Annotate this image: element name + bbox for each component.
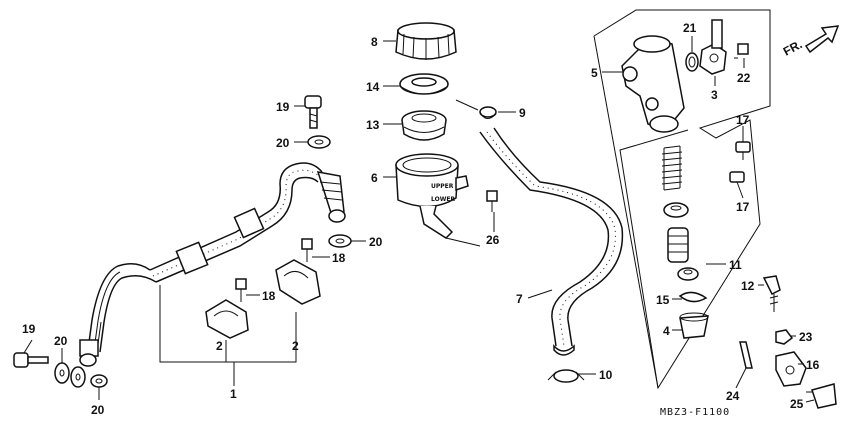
washer-20-lower-a bbox=[54, 362, 70, 384]
brake-hose bbox=[79, 162, 346, 388]
callout-2: 2 bbox=[292, 339, 299, 353]
boot-4 bbox=[679, 312, 709, 339]
callout-11: 11 bbox=[729, 258, 742, 272]
callout-3: 3 bbox=[711, 88, 718, 102]
callout-20: 20 bbox=[369, 235, 383, 249]
joint-pin-25 bbox=[806, 383, 837, 409]
callout-18: 18 bbox=[262, 289, 276, 303]
bolt-19-lower bbox=[13, 352, 49, 368]
callout-numbers: 8 14 13 6 9 26 7 10 19 20 20 18 18 19 20… bbox=[22, 21, 820, 417]
master-cylinder-body bbox=[621, 35, 685, 133]
reservoir-hose bbox=[479, 127, 624, 356]
callout-9: 9 bbox=[519, 106, 526, 120]
screw-22 bbox=[734, 43, 749, 59]
bolt-17-lower bbox=[729, 171, 745, 191]
callout-4: 4 bbox=[663, 324, 670, 338]
bolt-18-upper bbox=[301, 238, 313, 262]
callout-20: 20 bbox=[91, 403, 105, 417]
oring-21 bbox=[685, 52, 699, 72]
callout-7: 7 bbox=[516, 292, 523, 306]
adjuster-12 bbox=[762, 275, 781, 312]
clevis-16 bbox=[775, 351, 807, 387]
bolt-18-lower bbox=[235, 278, 247, 302]
hose-clamp-2-left bbox=[205, 299, 249, 339]
callout-2: 2 bbox=[216, 339, 223, 353]
callout-10: 10 bbox=[599, 368, 613, 382]
callout-16: 16 bbox=[806, 358, 820, 372]
reservoir-lower-mark: LOWER bbox=[431, 196, 455, 203]
callout-1: 1 bbox=[230, 387, 237, 401]
front-direction-arrow: FR. bbox=[781, 25, 840, 59]
callout-19: 19 bbox=[22, 322, 36, 336]
washer-20-right bbox=[328, 234, 352, 248]
pin-24 bbox=[739, 341, 753, 369]
reservoir-cap bbox=[395, 22, 457, 60]
hose-clip-lower bbox=[547, 369, 585, 383]
leader-lines bbox=[23, 36, 815, 403]
piston-cup bbox=[663, 202, 689, 218]
callout-13: 13 bbox=[366, 118, 380, 132]
callout-24: 24 bbox=[726, 389, 740, 403]
washer-20-lower-b bbox=[70, 366, 86, 388]
callout-18: 18 bbox=[332, 251, 346, 265]
bolt-17-upper bbox=[735, 141, 751, 160]
joint-3 bbox=[699, 19, 727, 75]
hose-clip-upper bbox=[455, 99, 497, 119]
callout-6: 6 bbox=[371, 171, 378, 185]
secondary-cup bbox=[677, 267, 699, 281]
callout-23: 23 bbox=[799, 330, 813, 344]
circlip-15 bbox=[678, 291, 708, 303]
reservoir-upper-mark: UPPER bbox=[431, 183, 454, 190]
reservoir-plate bbox=[399, 73, 449, 95]
piston bbox=[667, 227, 689, 263]
reservoir-diaphragm bbox=[401, 110, 447, 141]
diagram-code: MBZ3-F1100 bbox=[660, 407, 730, 418]
callout-20: 20 bbox=[276, 136, 290, 150]
callout-5: 5 bbox=[591, 66, 598, 80]
bolt-19-upper bbox=[304, 95, 322, 129]
callout-25: 25 bbox=[790, 397, 804, 411]
direction-label: FR. bbox=[781, 37, 805, 58]
callout-26: 26 bbox=[486, 233, 500, 247]
screw-26 bbox=[486, 190, 498, 212]
hose-clamp-2-right bbox=[275, 259, 321, 305]
callout-20: 20 bbox=[54, 334, 68, 348]
callout-14: 14 bbox=[366, 80, 380, 94]
reservoir-tank: UPPER LOWER bbox=[395, 153, 481, 247]
callout-8: 8 bbox=[371, 35, 378, 49]
callout-22: 22 bbox=[737, 71, 751, 85]
callout-15: 15 bbox=[656, 293, 670, 307]
callout-17: 17 bbox=[736, 113, 750, 127]
callout-12: 12 bbox=[741, 279, 755, 293]
callout-17: 17 bbox=[736, 200, 750, 214]
washer-20-upper bbox=[307, 135, 331, 149]
nut-23 bbox=[775, 329, 794, 345]
callout-19: 19 bbox=[276, 100, 290, 114]
callout-21: 21 bbox=[683, 21, 697, 35]
piston-spring bbox=[661, 145, 683, 191]
